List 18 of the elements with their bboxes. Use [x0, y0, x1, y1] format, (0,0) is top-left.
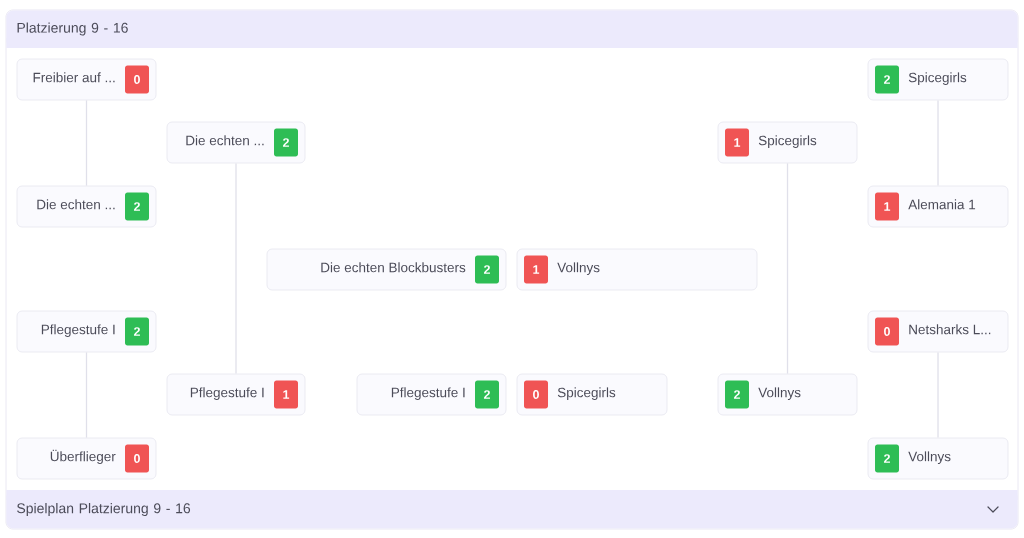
score-badge: 0	[524, 380, 548, 409]
header-band: Platzierung 9 - 16	[6, 10, 1018, 48]
score-badge: 2	[274, 128, 298, 157]
score-badge: 2	[125, 317, 149, 346]
score-badge: 1	[875, 192, 899, 221]
score-badge: 0	[125, 65, 149, 94]
score-badge: 2	[475, 380, 499, 409]
score-badge: 0	[125, 444, 149, 473]
score-badge: 2	[725, 380, 749, 409]
score-badge: 1	[524, 255, 548, 284]
score-badge: 2	[875, 444, 899, 473]
score-badge: 0	[875, 317, 899, 346]
score-badge: 1	[274, 380, 298, 409]
footer-band: Spielplan Platzierung 9 - 16	[6, 490, 1018, 529]
score-badge: 2	[125, 192, 149, 221]
score-badge: 2	[475, 255, 499, 284]
score-badge: 1	[725, 128, 749, 157]
score-badge: 2	[875, 65, 899, 94]
